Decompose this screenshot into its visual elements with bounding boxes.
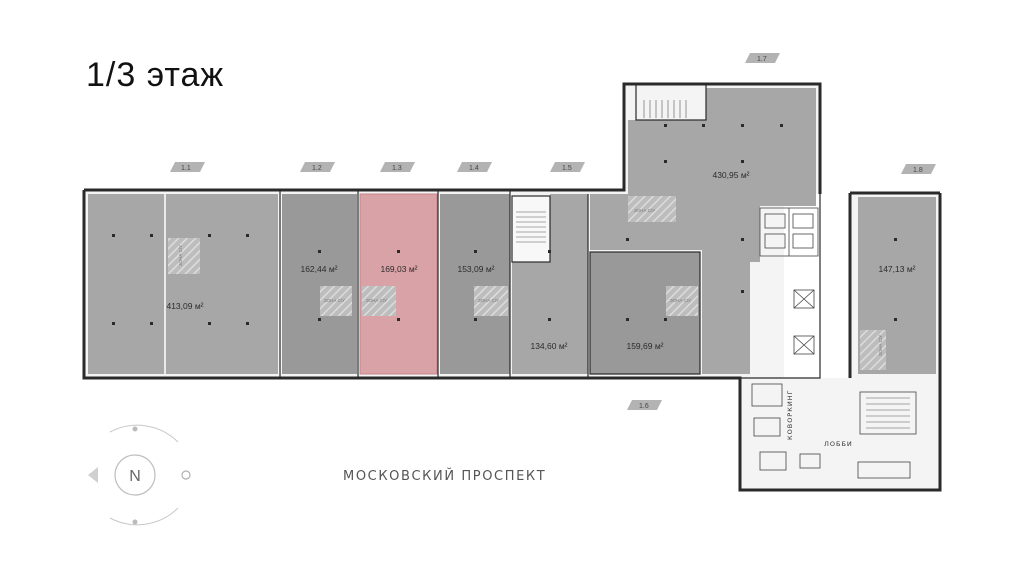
zone-label-1-2: ЗОНА С/У <box>324 298 345 303</box>
columns <box>112 124 897 325</box>
zone-unit-1-6 <box>666 286 698 316</box>
area-label-1-2: 162,44 м² <box>300 264 337 274</box>
unit-1-4[interactable] <box>440 194 510 374</box>
compass-arrow-icon <box>88 467 98 483</box>
interior-walls <box>279 83 707 378</box>
zone-label-1-4: ЗОНА С/У <box>478 298 499 303</box>
svg-text:1.1: 1.1 <box>181 165 191 172</box>
zone-label-1-6: ЗОНА С/У <box>670 298 691 303</box>
unit-1-5[interactable] <box>512 194 588 374</box>
zone-label-1-7: ЗОНА С/У <box>634 208 655 213</box>
area-label-1-5: 134,60 м² <box>530 341 567 351</box>
sanitary-zones <box>168 196 886 370</box>
floor-title: 1/3 этаж <box>86 56 225 94</box>
tag-1-1[interactable]: 1.1 <box>170 162 205 172</box>
unit-1-1[interactable] <box>88 194 278 374</box>
lobby-label: ЛОББИ <box>824 440 853 448</box>
zone-unit-1-8 <box>860 330 886 370</box>
unit-1-7[interactable] <box>590 88 816 374</box>
area-label-1-1: 413,09 м² <box>166 301 203 311</box>
zone-labels: ЗОНА С/У ЗОНА С/У ЗОНА С/У ЗОНА С/У ЗОНА… <box>178 208 883 356</box>
zone-unit-1-7 <box>628 196 676 222</box>
zone-label-1-1: ЗОНА С/У <box>178 245 183 266</box>
svg-text:1.2: 1.2 <box>312 165 322 172</box>
zone-label-1-8: ЗОНА С/У <box>878 335 883 356</box>
area-labels: 413,09 м² 162,44 м² 169,03 м² 153,09 м² … <box>166 170 915 351</box>
area-label-1-7: 430,95 м² <box>712 170 749 180</box>
area-label-1-8: 147,13 м² <box>878 264 915 274</box>
street-label: МОСКОВСКИЙ ПРОСПЕКТ <box>343 469 547 484</box>
tag-1-8[interactable]: 1.8 <box>901 164 936 174</box>
coworking-label: КОВОРКИНГ <box>786 389 794 440</box>
compass <box>88 424 191 526</box>
svg-text:1.7: 1.7 <box>757 56 767 63</box>
tag-1-5[interactable]: 1.5 <box>550 162 585 172</box>
svg-text:1.6: 1.6 <box>639 403 649 410</box>
tag-1-3[interactable]: 1.3 <box>380 162 415 172</box>
unit-tags: 1.1 1.2 1.3 1.4 1.5 1.6 1.7 1.8 <box>170 53 936 410</box>
unit-1-3[interactable] <box>359 193 438 375</box>
area-label-1-3: 169,03 м² <box>380 264 417 274</box>
tag-1-7[interactable]: 1.7 <box>745 53 780 63</box>
area-label-1-6: 159,69 м² <box>626 341 663 351</box>
svg-text:1.4: 1.4 <box>469 165 479 172</box>
unit-1-2[interactable] <box>282 194 357 374</box>
svg-text:1.8: 1.8 <box>913 167 923 174</box>
area-label-1-4: 153,09 м² <box>457 264 494 274</box>
zone-unit-1-3 <box>362 286 396 316</box>
tag-1-6[interactable]: 1.6 <box>627 400 662 410</box>
tag-1-2[interactable]: 1.2 <box>300 162 335 172</box>
zone-unit-1-1 <box>168 238 200 274</box>
svg-text:1.5: 1.5 <box>562 165 572 172</box>
zone-label-1-3: ЗОНА С/У <box>366 298 387 303</box>
tag-1-4[interactable]: 1.4 <box>457 162 492 172</box>
zone-unit-1-2 <box>320 286 352 316</box>
svg-text:1.3: 1.3 <box>392 165 402 172</box>
service-core <box>751 207 917 479</box>
stairs <box>516 100 910 429</box>
zone-unit-1-4 <box>474 286 508 316</box>
compass-north-label: N <box>129 468 141 485</box>
